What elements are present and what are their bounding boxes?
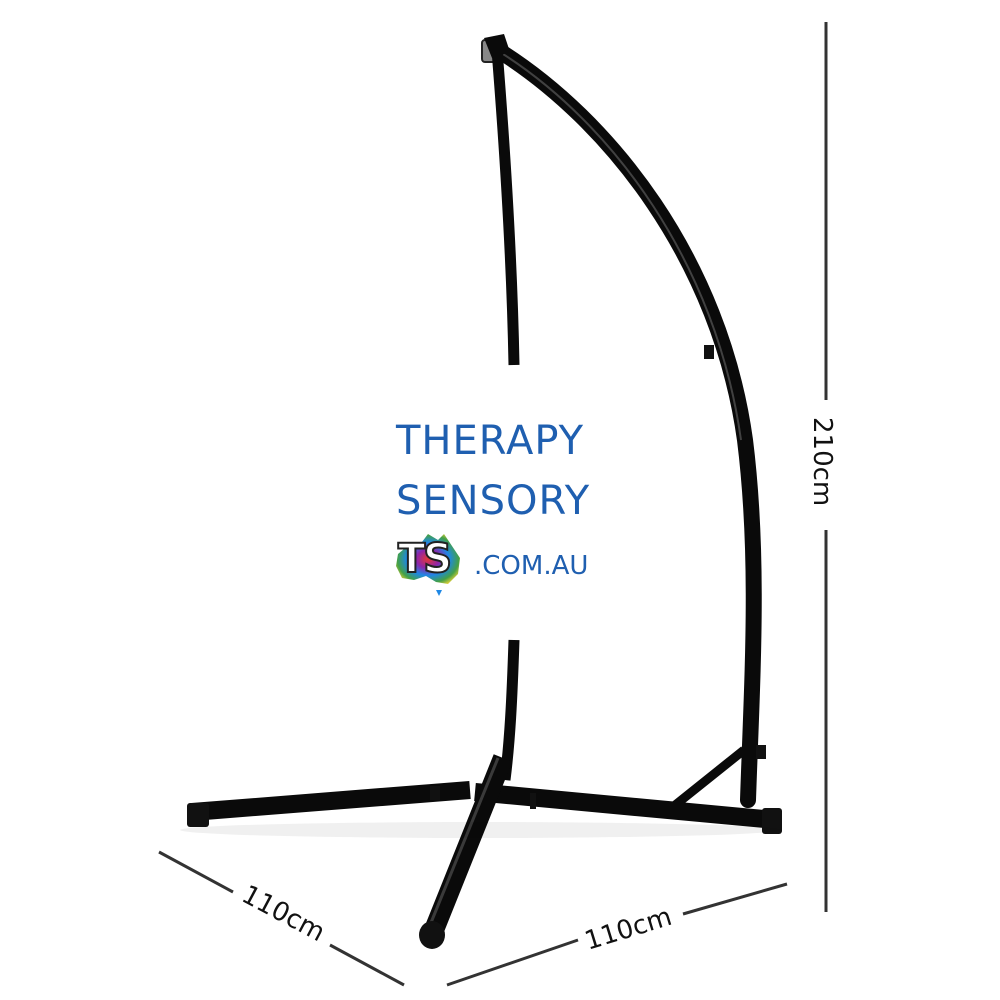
width-label: 110cm bbox=[581, 902, 675, 957]
logo-line-therapy: THERAPY bbox=[396, 418, 584, 464]
back-pole-lower bbox=[499, 639, 520, 781]
support-brace bbox=[671, 746, 747, 810]
base-leg-front bbox=[422, 754, 513, 939]
height-label: 210cm bbox=[807, 417, 837, 506]
curved-arm bbox=[490, 42, 762, 808]
logo-line-sensory: SENSORY bbox=[396, 478, 591, 524]
base-leg-right bbox=[474, 783, 776, 829]
ts-badge-text: TS bbox=[397, 535, 453, 583]
logo-domain: .COM.AU bbox=[474, 551, 589, 581]
australia-map-icon: TS bbox=[392, 530, 468, 596]
depth-label: 110cm bbox=[237, 880, 330, 948]
width-dimension bbox=[446, 882, 788, 987]
logo-domain-row: TS .COM.AU bbox=[392, 530, 622, 596]
back-pole-upper bbox=[491, 49, 520, 366]
base-leg-left bbox=[191, 781, 471, 821]
brand-logo: THERAPY SENSORY TS .COM.AU bbox=[392, 418, 622, 596]
depth-dimension bbox=[158, 850, 405, 987]
